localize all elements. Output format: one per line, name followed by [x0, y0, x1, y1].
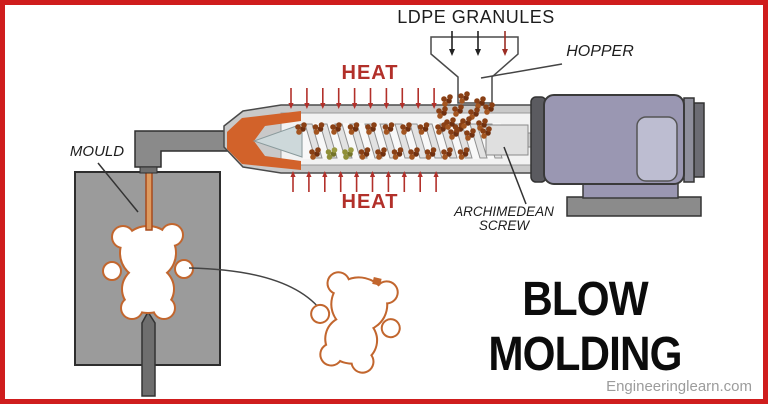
granules-bottom-row: [309, 147, 470, 160]
archimedean-screw-label-line2: SCREW: [478, 218, 530, 233]
heat-label-bottom: HEAT: [341, 191, 399, 213]
watermark: Engineeringlearn.com: [606, 378, 752, 395]
parison: [145, 168, 153, 231]
archimedean-screw-label-line1: ARCHIMEDEAN: [454, 204, 554, 219]
screw-tip: [252, 123, 303, 158]
motor-pedestal: [582, 182, 679, 199]
molten-plastic: [227, 111, 301, 170]
blow-pin: [141, 310, 156, 397]
ldpe-granules-label: LDPE GRANULES: [397, 7, 555, 27]
screw-pointer-line: [503, 146, 527, 205]
die-nozzle: [139, 166, 158, 174]
archimedean-screw-label: ARCHIMEDEAN SCREW: [444, 205, 564, 233]
feed-arrows: [449, 31, 508, 56]
heat-arrows-top: [288, 88, 437, 109]
motor-panel: [636, 116, 678, 182]
hopper-label: HOPPER: [566, 43, 634, 60]
page-title: BLOW MOLDING: [488, 273, 682, 381]
mould-pointer-line: [97, 162, 139, 213]
motor-end-block-inner: [683, 97, 695, 183]
motor-end-block-outer: [693, 102, 705, 178]
granule-pile: [436, 91, 495, 141]
motor-base: [566, 196, 702, 217]
melt-pipe: [134, 130, 229, 168]
hopper-pointer-line: [480, 63, 563, 79]
teddy-bear-cavity: [102, 223, 194, 320]
teddy-bear-product: [310, 271, 401, 374]
product-pointer-curve: [188, 267, 324, 314]
heat-arrows-bottom: [290, 171, 439, 192]
heat-label-top: HEAT: [341, 62, 399, 84]
screw-shaft: [485, 124, 529, 156]
mould-label: MOULD: [69, 143, 125, 160]
